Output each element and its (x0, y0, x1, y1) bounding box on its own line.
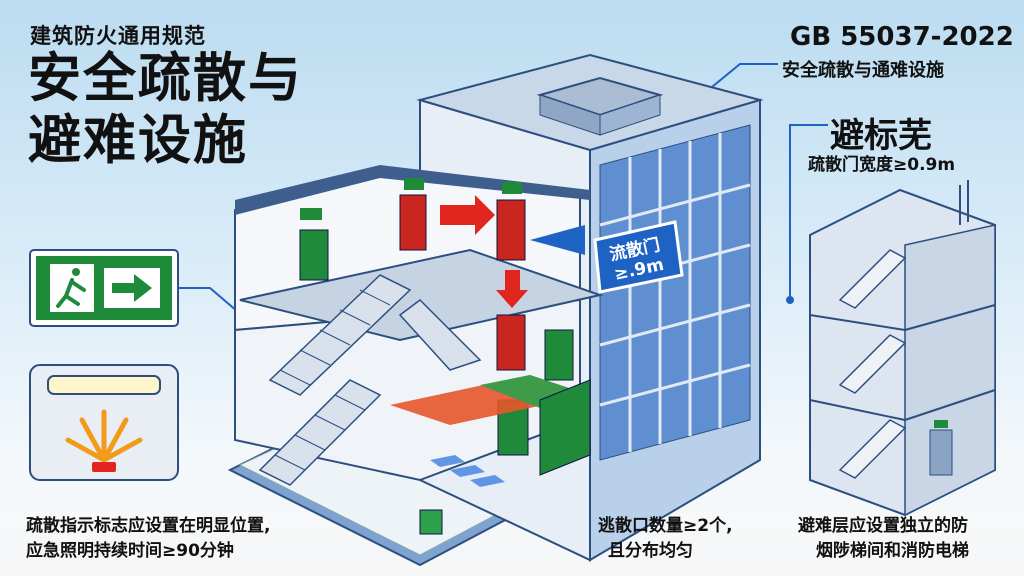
note-right-line-2: 烟陟梯间和消防电梯 (816, 541, 969, 561)
note-right-line-1: 避难层应设置独立的防 (798, 516, 968, 536)
title-line-1: 安全疏散与 (28, 48, 303, 109)
right-panel-subtitle: 疏散门宽度≥0.9m (808, 155, 956, 175)
exit-sign-icon (29, 249, 179, 327)
subtitle: 建筑防火通用规范 (30, 24, 206, 48)
standard-description: 安全疏散与通难设施 (782, 60, 944, 81)
note-signage: 疏散指示标志应设置在明显位置, 应急照明持续时间≥90分钟 (26, 514, 270, 564)
arrow-right-icon (440, 195, 495, 235)
door-width-sign (593, 220, 684, 294)
main-building (227, 53, 764, 567)
standard-code: GB 55037-2022 (790, 22, 1014, 52)
title-line-2: 避难设施 (28, 110, 248, 171)
evacuation-tower (809, 180, 996, 517)
note-left-line-1: 疏散指示标志应设置在明显位置, (26, 516, 271, 536)
page-title: 安全疏散与 避难设施 (28, 48, 303, 172)
arrow-right-icon (112, 274, 152, 302)
note-exits: 逃散口数量≥2个, 且分布均匀 (598, 514, 733, 564)
note-mid-line-2: 且分布均匀 (608, 541, 693, 561)
right-panel-title: 避标芜 (830, 116, 932, 156)
note-refuge-floor: 避难层应设置独立的防 烟陟梯间和消防电梯 (798, 514, 969, 564)
green-door (299, 229, 329, 281)
emergency-light-icon (29, 364, 179, 481)
arrow-down-icon (496, 270, 528, 308)
running-man-icon (56, 268, 86, 308)
note-left-line-2: 应急照明持续时间≥90分钟 (26, 541, 234, 561)
note-mid-line-1: 逃散口数量≥2个, (598, 516, 733, 536)
red-door (399, 194, 427, 251)
